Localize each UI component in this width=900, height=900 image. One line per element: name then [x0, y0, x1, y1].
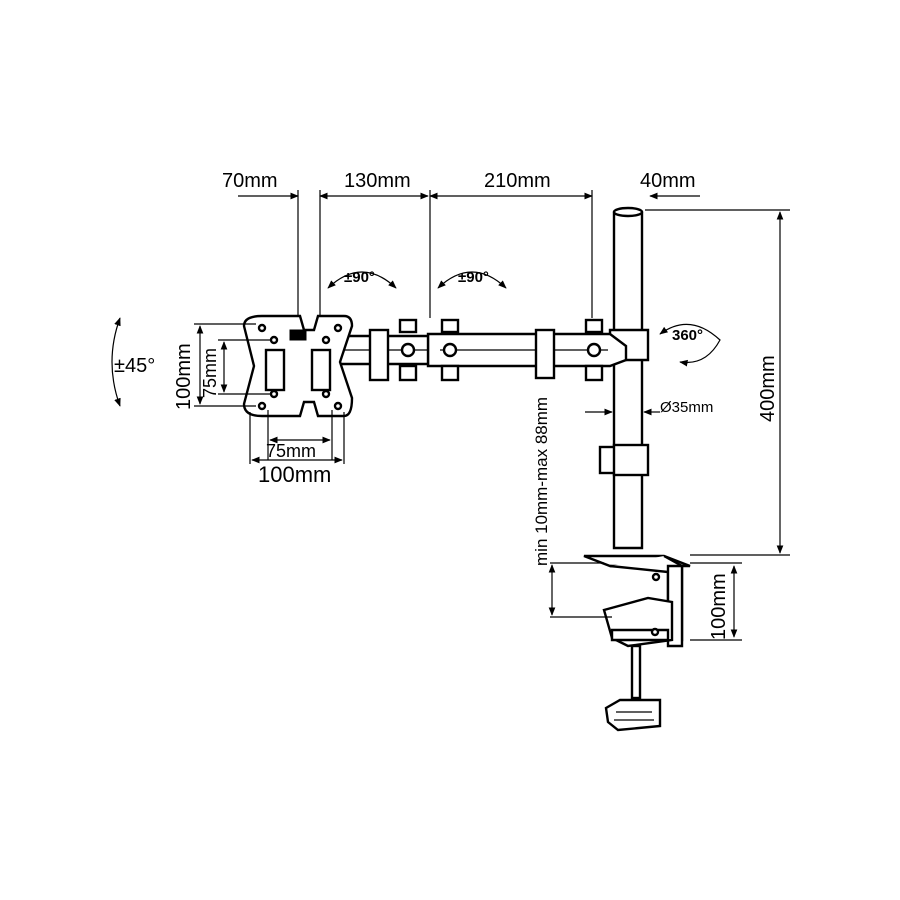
dim-label-vesa-100-horizontal: 100mm [258, 462, 331, 487]
pole-rotation-arrow-icon [659, 323, 721, 367]
dim-label-vesa-75-vertical: 75mm [200, 348, 220, 398]
dim-label-vesa-100-vertical: 100mm [173, 343, 195, 410]
dim-label-400: 400mm [757, 355, 779, 422]
desk-clamp [583, 554, 691, 732]
arm [338, 318, 628, 382]
clamp-height-dimension [690, 562, 742, 641]
swivel-arrow-icon-1 [327, 271, 397, 289]
dim-label-210: 210mm [484, 170, 551, 192]
rotation-label-swivel-2: ±90° [458, 269, 489, 286]
rotation-label-swivel-1: ±90° [344, 269, 375, 286]
dim-label-70: 70mm [222, 170, 278, 192]
dim-label-diameter: Ø35mm [660, 399, 713, 416]
dim-label-130: 130mm [344, 170, 411, 192]
vesa-horizontal-dimensions [249, 410, 345, 464]
dim-label-40: 40mm [640, 170, 696, 192]
top-dimension-line [238, 190, 700, 320]
dim-label-vesa-75-horizontal: 75mm [266, 441, 316, 461]
vesa-vertical-dimensions [194, 323, 270, 407]
pole-height-dimension [645, 209, 790, 556]
vesa-plate [242, 314, 354, 418]
rotation-label-pole: 360° [672, 327, 703, 344]
rotation-label-tilt: ±45° [114, 355, 155, 377]
pole [598, 206, 650, 550]
tilt-arrow-icon [111, 317, 121, 407]
dim-label-clamp-100: 100mm [708, 573, 730, 640]
desk-thickness-dimension [548, 562, 612, 618]
dim-label-desk-thickness: min 10mm-max 88mm [532, 397, 551, 566]
swivel-arrow-icon-2 [437, 271, 507, 289]
